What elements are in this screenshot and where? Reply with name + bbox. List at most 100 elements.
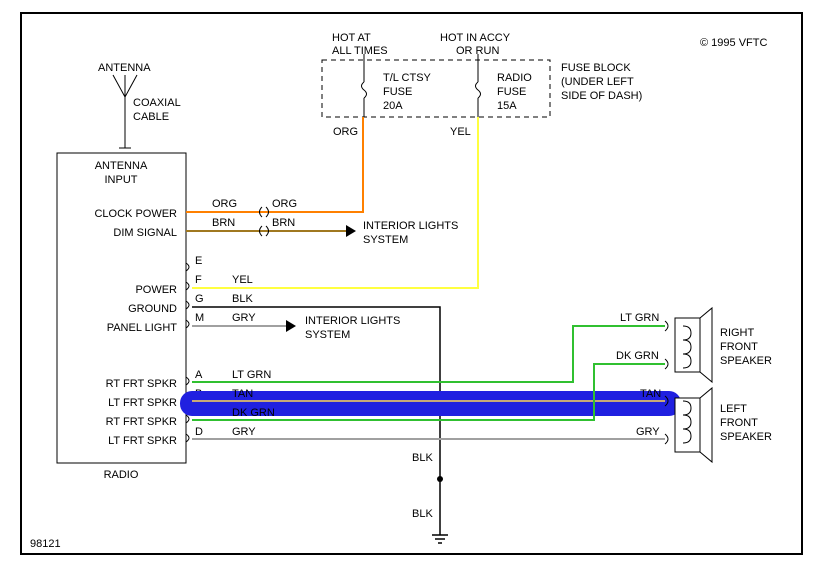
pin-f-label: F [195, 274, 202, 286]
ground-wire-lower-label: BLK [412, 508, 433, 520]
tan-wire-label: TAN [232, 388, 253, 400]
org-wire-label-left: ORG [212, 198, 237, 210]
diagram-frame [20, 12, 803, 555]
ground-circuit: BLK BLK BLK [192, 293, 448, 544]
fuse1-line3: 20A [383, 100, 403, 112]
left-speaker-wire-top-label: TAN [640, 388, 661, 400]
fuse1-line1: T/L CTSY [383, 72, 432, 84]
terminal-lt-frt-spkr-d: LT FRT SPKR [108, 435, 177, 447]
fuse-block-outline [321, 59, 551, 118]
tan-wire-highlight [180, 391, 681, 416]
terminal-lt-frt-spkr-b: LT FRT SPKR [108, 397, 177, 409]
left-speaker-label-line3: SPEAKER [720, 431, 772, 443]
figure-id-label: 98121 [30, 538, 61, 550]
lt-grn-wire-label: LT GRN [232, 369, 271, 381]
speaker-circuits: LT GRN LT GRN TAN TAN DK GRN DK GRN GRY … [180, 312, 681, 445]
left-speaker-label-line1: LEFT [720, 403, 747, 415]
org-wire [186, 117, 364, 213]
fuse-block: HOT AT ALL TIMES HOT IN ACCY OR RUN FUSE… [321, 32, 642, 138]
interior-lights-1-line2: SYSTEM [363, 234, 408, 246]
pin-d-label: D [195, 426, 203, 438]
fuse2-wire-color: YEL [450, 126, 471, 138]
terminal-ground: GROUND [128, 303, 177, 315]
right-speaker-label-line2: FRONT [720, 341, 758, 353]
right-speaker-wire-top-label: LT GRN [620, 312, 659, 324]
fuse2-symbol [475, 81, 481, 99]
right-speaker-wire-bottom-label: DK GRN [616, 350, 659, 362]
right-speaker-coil-icon [682, 325, 692, 369]
antenna-input-line2: INPUT [105, 174, 138, 186]
left-speaker-label-line2: FRONT [720, 417, 758, 429]
ground-icon [432, 534, 448, 544]
copyright-label: © 1995 VFTC [700, 37, 767, 49]
ground-wire-upper-label: BLK [412, 452, 433, 464]
hot-at-all-times-line2: ALL TIMES [332, 45, 388, 57]
yel-wire-label: YEL [232, 274, 253, 286]
coaxial-cable-line2: CABLE [133, 111, 169, 123]
right-speaker-icon [674, 306, 713, 384]
fuse-block-label-line1: FUSE BLOCK [561, 62, 631, 74]
terminal-rt-frt-spkr-a: RT FRT SPKR [106, 378, 177, 390]
left-speaker-icon [674, 386, 713, 464]
coaxial-cable-line1: COAXIAL [133, 97, 181, 109]
fuse1-symbol [361, 81, 367, 99]
radio-label: RADIO [104, 469, 139, 481]
terminal-panel-light: PANEL LIGHT [107, 322, 178, 334]
terminal-rt-frt-spkr-c: RT FRT SPKR [106, 416, 177, 428]
clock-power-circuit: ORG ORG [186, 117, 364, 218]
connector-brackets-upper [185, 262, 190, 329]
dk-grn-wire-label: DK GRN [232, 407, 275, 419]
left-speaker-coil-icon [682, 400, 692, 444]
gry-panel-wire-label: GRY [232, 312, 256, 324]
dim-signal-circuit: BRN BRN INTERIOR LIGHTS SYSTEM [186, 217, 458, 246]
terminal-power: POWER [135, 284, 177, 296]
dk-grn-wire [192, 363, 665, 421]
hot-at-all-times-line1: HOT AT [332, 32, 371, 44]
ground-splice-point [437, 476, 443, 482]
fuse-block-label-line2: (UNDER LEFT [561, 76, 634, 88]
panel-light-arrow-icon [286, 320, 296, 332]
right-front-speaker: RIGHT FRONT SPEAKER [674, 306, 772, 384]
pin-g-label: G [195, 293, 204, 305]
gry-spkr-wire-label: GRY [232, 426, 256, 438]
terminal-dim-signal: DIM SIGNAL [113, 227, 177, 239]
brn-wire-label-left: BRN [212, 217, 235, 229]
hot-in-accy-line1: HOT IN ACCY [440, 32, 511, 44]
fuse2-line2: FUSE [497, 86, 526, 98]
left-front-speaker: LEFT FRONT SPEAKER [674, 386, 772, 464]
fuse-block-label-line3: SIDE OF DASH) [561, 90, 642, 102]
pin-a-label: A [195, 369, 203, 381]
fuse2-line1: RADIO [497, 72, 532, 84]
brn-connector-symbol [259, 225, 269, 237]
dim-signal-arrow-icon [346, 225, 356, 237]
antenna-input-line1: ANTENNA [95, 160, 148, 172]
radio-box [56, 152, 187, 464]
blk-wire [192, 306, 441, 535]
panel-light-circuit: GRY INTERIOR LIGHTS SYSTEM [192, 312, 400, 341]
radio-unit: ANTENNA INPUT RADIO CLOCK POWER DIM SIGN… [56, 152, 204, 481]
org-wire-label-right: ORG [272, 198, 297, 210]
pin-e-label: E [195, 255, 202, 267]
power-circuit: YEL [192, 117, 479, 289]
hot-in-accy-line2: OR RUN [456, 45, 499, 57]
blk-wire-label: BLK [232, 293, 253, 305]
right-speaker-label-line3: SPEAKER [720, 355, 772, 367]
brn-wire-label-right: BRN [272, 217, 295, 229]
speaker-connector-brackets [664, 320, 669, 445]
right-speaker-label-line1: RIGHT [720, 327, 755, 339]
interior-lights-2-line1: INTERIOR LIGHTS [305, 315, 400, 327]
antenna: ANTENNA COAXIAL CABLE [98, 62, 181, 149]
org-connector-symbol [259, 206, 269, 218]
interior-lights-2-line2: SYSTEM [305, 329, 350, 341]
antenna-label: ANTENNA [98, 62, 151, 74]
left-speaker-wire-bottom-label: GRY [636, 426, 660, 438]
lt-grn-wire [192, 325, 665, 383]
fuse1-line2: FUSE [383, 86, 412, 98]
pin-m-label: M [195, 312, 204, 324]
interior-lights-1-line1: INTERIOR LIGHTS [363, 220, 458, 232]
fuse1-wire-color: ORG [333, 126, 358, 138]
fuse2-line3: 15A [497, 100, 517, 112]
terminal-clock-power: CLOCK POWER [94, 208, 177, 220]
yel-wire [192, 117, 479, 289]
